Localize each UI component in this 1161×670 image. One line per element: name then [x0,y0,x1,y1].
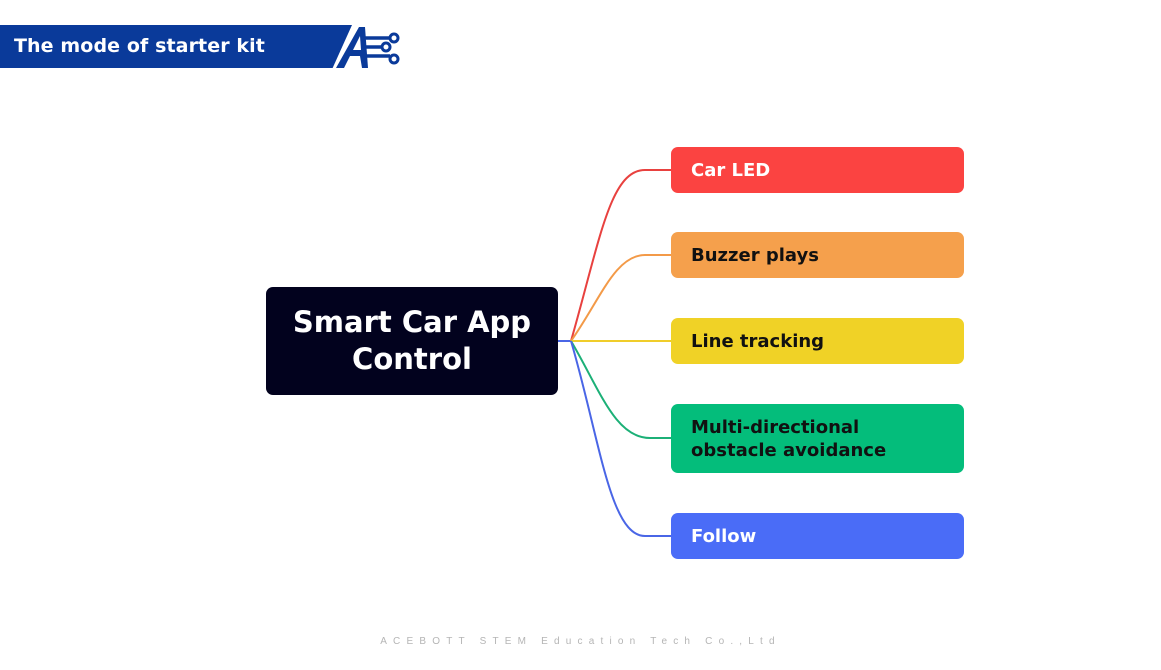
branch-label: Multi-directional obstacle avoidance [691,416,887,461]
acebott-logo-icon [334,26,400,68]
branch-car-led: Car LED [671,147,964,193]
branch-label: Buzzer plays [691,244,819,266]
connector-line-buzzer [570,254,672,342]
branch-line-tracking: Line tracking [671,318,964,364]
branch-label: Line tracking [691,330,825,352]
footer-company-name: ACEBOTT STEM Education Tech Co.,Ltd [380,636,781,647]
connector-line-car-led [570,169,672,342]
branch-follow: Follow [671,513,964,559]
root-node: Smart Car App Control [266,287,558,395]
connector-line-obstacle [570,340,672,439]
connector-line-follow [570,340,672,537]
branch-buzzer-plays: Buzzer plays [671,232,964,278]
branch-obstacle-avoidance: Multi-directional obstacle avoidance [671,404,964,473]
branch-label: Follow [691,525,757,547]
header-bar [0,25,352,68]
branch-label: Car LED [691,159,771,181]
root-node-label: Smart Car App Control [292,305,532,376]
page-title: The mode of starter kit [14,35,265,57]
